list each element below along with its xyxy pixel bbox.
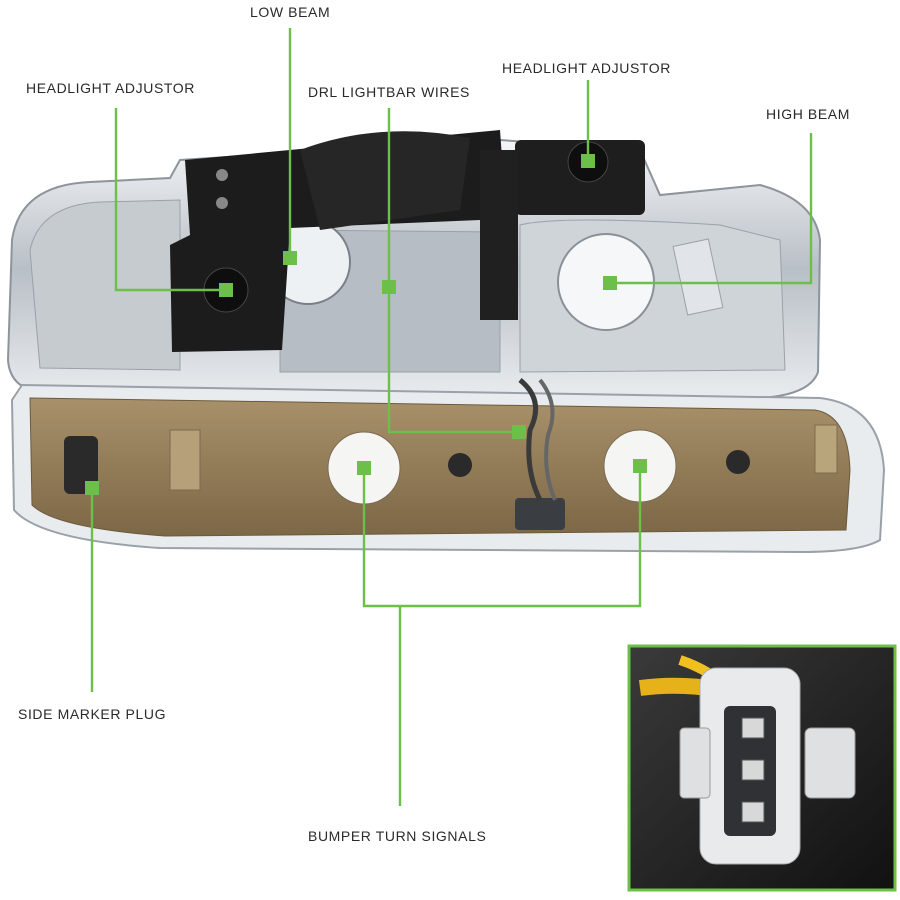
callout-markers (85, 154, 647, 495)
label-high-beam: HIGH BEAM (766, 106, 850, 122)
label-headlight-adjustor-right: HEADLIGHT ADJUSTOR (502, 60, 671, 76)
headlight-brackets (170, 130, 645, 352)
label-bumper-turn-signals: BUMPER TURN SIGNALS (308, 828, 487, 844)
label-low-beam: LOW BEAM (250, 4, 331, 20)
label-headlight-adjustor-left: HEADLIGHT ADJUSTOR (26, 80, 195, 96)
label-side-marker-plug: SIDE MARKER PLUG (18, 706, 167, 722)
callout-lines (90, 28, 813, 806)
label-drl-lightbar-wires: DRL LIGHTBAR WIRES (308, 84, 470, 100)
connector-inset (627, 644, 897, 892)
bumper-signal-housing (10, 378, 886, 554)
